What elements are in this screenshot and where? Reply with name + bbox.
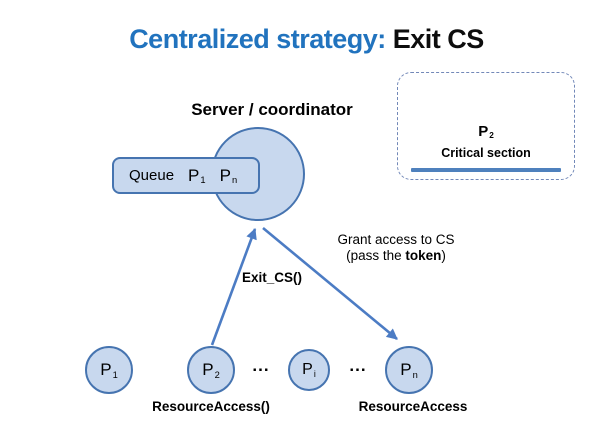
queue-label: Queue [129, 167, 175, 184]
process-label-p2: P2 [202, 360, 220, 380]
exit-cs-arrow [210, 227, 257, 346]
process-circle-pn: Pn [385, 346, 433, 394]
critical-section-box: P2 Critical section [397, 72, 575, 180]
critical-section-underline [411, 168, 561, 172]
resource-access-caption: ResourceAccess [358, 399, 468, 414]
process-label-p1: P1 [100, 360, 118, 380]
queue-item-pn: Pn [219, 165, 238, 186]
ellipsis-between-p2-pi: ... [252, 356, 270, 375]
exit-cs-label: Exit_CS() [242, 270, 303, 285]
grant-access-line1: Grant access to CS [337, 232, 455, 247]
process-label-pn: Pn [400, 360, 418, 380]
grant-access-label: Grant access to CS (pass the token) [324, 232, 468, 264]
resource-access-call-caption: ResourceAccess() [152, 399, 270, 414]
slide-title-accent: Centralized strategy: [129, 24, 393, 54]
queue-item-p1: P1 [188, 165, 206, 186]
server-coordinator-label: Server / coordinator [191, 100, 353, 119]
critical-section-process: P2 [478, 122, 494, 140]
process-label-pi: Pi [302, 361, 316, 379]
grant-access-line2: (pass the token) [346, 248, 446, 263]
slide-title-suffix: Exit CS [392, 24, 485, 54]
slide-title: Centralized strategy: Exit CS [0, 24, 613, 55]
critical-section-label: Critical section [441, 146, 531, 160]
process-circle-p1: P1 [85, 346, 133, 394]
ellipsis-between-pi-pn: ... [349, 356, 367, 375]
process-circle-pi: Pi [288, 349, 330, 391]
process-circle-p2: P2 [187, 346, 235, 394]
queue-box: Queue P1 Pn [112, 157, 260, 194]
